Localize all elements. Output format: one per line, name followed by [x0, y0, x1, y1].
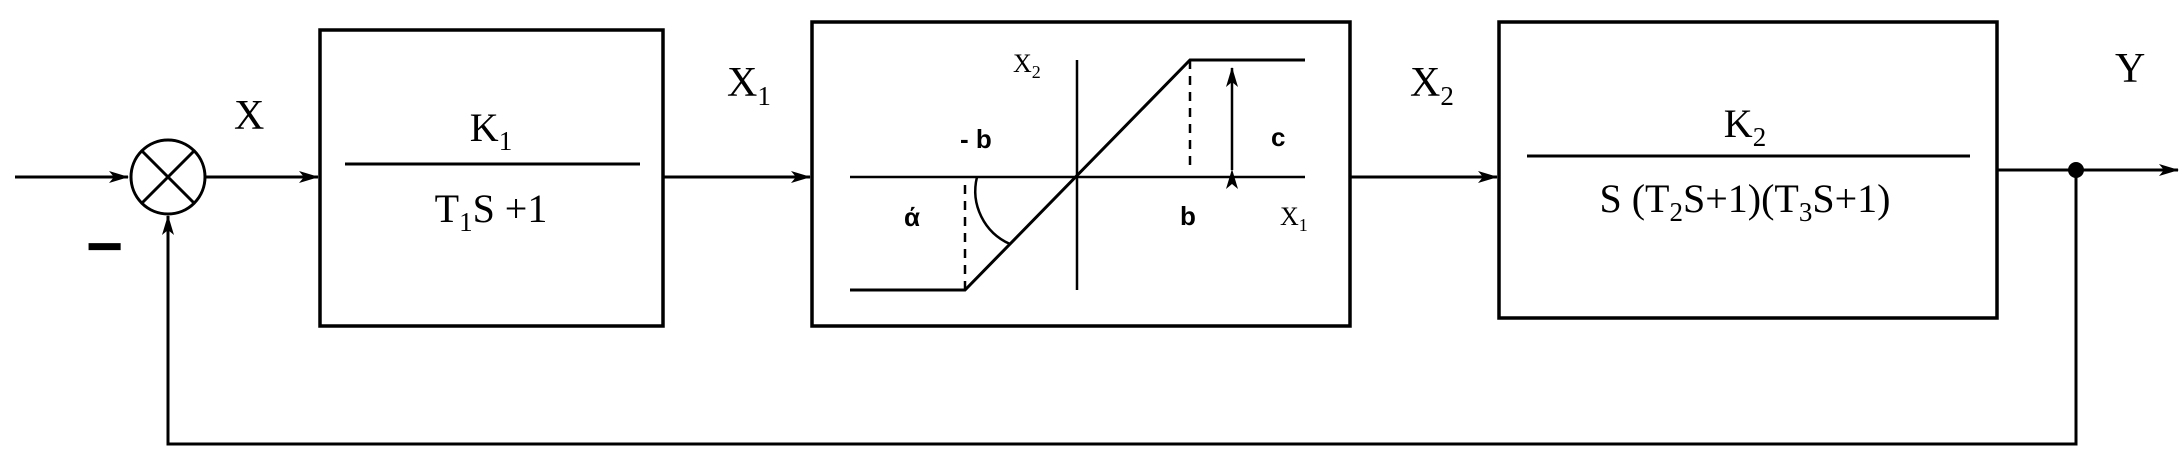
- saturation-curve: [850, 58, 1305, 292]
- nl-axis-y-label: X2: [1013, 49, 1041, 82]
- label-c: c: [1271, 122, 1285, 152]
- summing-junction: [129, 138, 207, 216]
- block3-numerator: K2: [1724, 101, 1766, 152]
- signal-x1-label: X1: [727, 60, 771, 111]
- block2-box: [810, 20, 1352, 328]
- signal-x2-label: X2: [1410, 60, 1454, 111]
- block1-denominator: T1S +1: [435, 186, 548, 237]
- signal-y-label: Y: [2115, 46, 2145, 92]
- label-alpha: ά: [904, 202, 920, 232]
- label-b: b: [1180, 201, 1196, 231]
- signal-x-label: X: [234, 93, 264, 139]
- block1-numerator: K1: [470, 105, 512, 156]
- label-neg-b: - b: [960, 124, 992, 154]
- feedback-path: [166, 170, 2078, 446]
- block3-denominator: S (T2S+1)(T3S+1): [1599, 176, 1890, 227]
- block3-box: [1497, 20, 1999, 320]
- angle-arc: [974, 176, 1011, 246]
- nl-axis-x-label: X1: [1280, 202, 1308, 235]
- minus-sign: −: [86, 210, 123, 282]
- block1-box: [318, 28, 665, 328]
